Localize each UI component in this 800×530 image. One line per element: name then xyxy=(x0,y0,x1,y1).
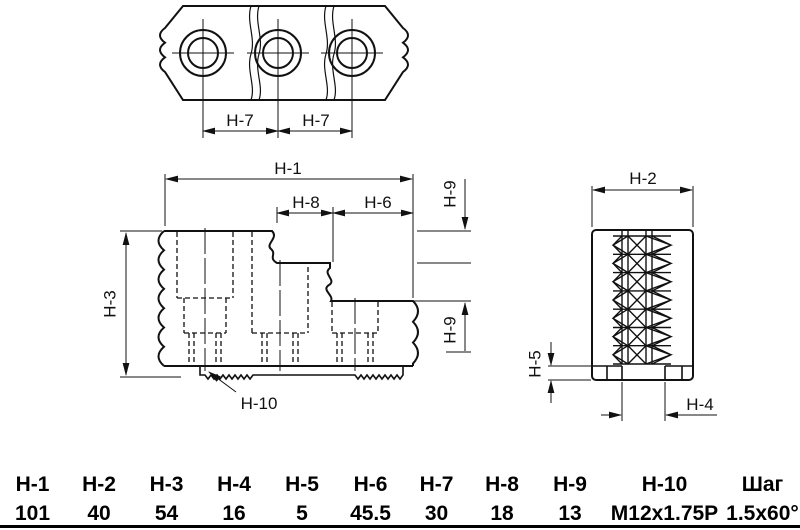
table-value: 40 xyxy=(87,502,111,525)
table-column: Шаг 1.5x60° xyxy=(725,460,800,525)
jaw-drawing-canvas: H-7 H-7 xyxy=(101,5,717,421)
top-view: H-7 H-7 xyxy=(159,5,409,138)
table-column: H-4 16 xyxy=(200,460,268,525)
dim-label-h8: H-8 xyxy=(292,193,319,212)
hidden-hole-lines xyxy=(176,232,379,362)
table-value: 101 xyxy=(14,502,51,525)
front-tongue-serrated xyxy=(199,366,404,381)
table-value: M12x1.75P xyxy=(610,502,719,525)
side-body-outline xyxy=(591,229,694,381)
table-header: H-4 xyxy=(217,473,251,496)
table-column: H-8 18 xyxy=(468,460,536,525)
table-header: H-5 xyxy=(285,473,319,496)
front-dimension-lines xyxy=(122,175,469,393)
table-column: H-5 5 xyxy=(268,460,336,525)
table-column: H-1 101 xyxy=(0,460,65,525)
table-header: H-8 xyxy=(485,473,519,496)
table-header: H-10 xyxy=(641,473,688,496)
dim-label-h9-top: H-9 xyxy=(441,180,460,207)
table-column: H-3 54 xyxy=(133,460,200,525)
table-header: H-7 xyxy=(419,473,454,496)
slot-break-lines xyxy=(248,5,337,101)
table-header: H-3 xyxy=(149,473,184,496)
table-value: 1.5x60° xyxy=(726,502,799,525)
table-value: 30 xyxy=(424,502,449,525)
dim-label-h5: H-5 xyxy=(526,350,545,377)
table-value: 54 xyxy=(154,502,179,525)
table-header: H-9 xyxy=(553,473,587,496)
table-value: 13 xyxy=(558,502,582,525)
side-extension-lines xyxy=(548,186,694,421)
dim-label-h4: H-4 xyxy=(686,395,713,414)
table-column: H-6 45.5 xyxy=(336,460,405,525)
dim-label-h6: H-6 xyxy=(364,193,391,212)
dim-label-h7-right: H-7 xyxy=(302,111,329,130)
table-bottom-rule xyxy=(0,525,800,528)
table-header: Шаг xyxy=(741,473,784,496)
dim-label-h2: H-2 xyxy=(629,169,656,188)
dim-label-h1: H-1 xyxy=(274,159,301,178)
table-column: H-9 13 xyxy=(536,460,604,525)
dim-label-h9-bottom: H-9 xyxy=(441,316,460,343)
table-column: H-7 30 xyxy=(405,460,468,525)
table-header: H-2 xyxy=(82,473,116,496)
table-value: 18 xyxy=(490,502,514,525)
dim-label-h7-left: H-7 xyxy=(226,111,253,130)
side-serration-teeth xyxy=(612,231,672,365)
side-view: H-2 H-5 H-4 xyxy=(526,169,717,421)
front-outline-top xyxy=(164,230,419,366)
table-column: H-10 M12x1.75P xyxy=(604,460,725,525)
table-value: 16 xyxy=(222,502,246,525)
table-value: 5 xyxy=(296,502,308,525)
side-dimension-lines xyxy=(547,186,717,419)
top-view-outline xyxy=(159,5,409,101)
side-bottom-groove-lines xyxy=(592,365,693,379)
h10-leader-line xyxy=(208,371,237,393)
front-view: H-1 H-8 H-6 H-3 H-9 H-9 H-10 xyxy=(101,159,471,413)
parameter-table: H-1 101 H-2 40 H-3 54 H-4 16 H-5 5 H-6 4… xyxy=(0,460,800,525)
dim-label-h10: H-10 xyxy=(241,394,278,413)
hole-axis-lines xyxy=(204,228,356,371)
front-outline-left-serrated xyxy=(157,230,166,367)
table-column: H-2 40 xyxy=(65,460,133,525)
table-value: 45.5 xyxy=(350,502,391,525)
table-header: H-1 xyxy=(15,473,50,496)
table-header: H-6 xyxy=(353,473,388,496)
hole-centerlines xyxy=(172,19,383,138)
dim-label-h3: H-3 xyxy=(101,290,120,317)
